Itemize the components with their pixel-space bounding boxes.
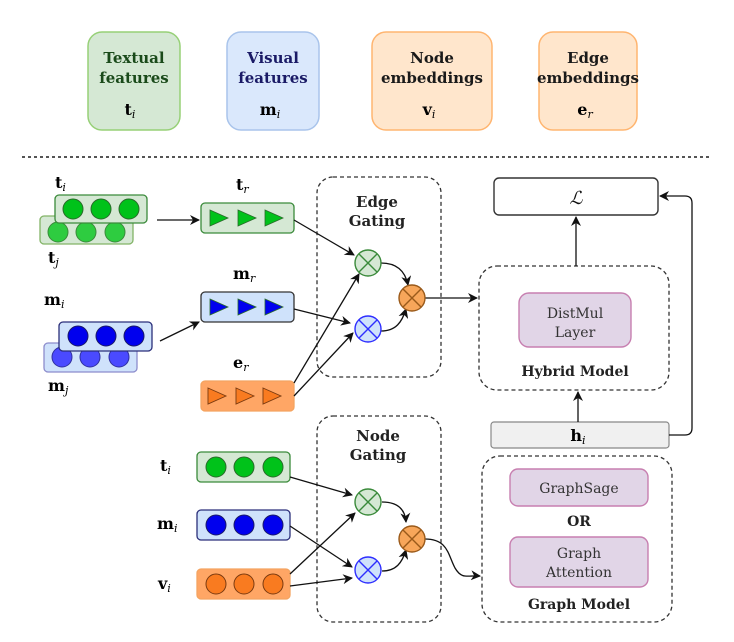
edge-gating-line2: Gating bbox=[349, 212, 406, 230]
edge-gating-container bbox=[316, 176, 442, 378]
graph-model-container bbox=[481, 455, 673, 623]
graph-model-title: Graph Model bbox=[528, 597, 630, 613]
arrow-node-green-to-orange bbox=[381, 501, 411, 523]
vector-vi-bottom bbox=[196, 568, 291, 600]
graph-attention-line1: Graph bbox=[557, 546, 601, 562]
arrow-vi-to-blue-node-gate bbox=[289, 574, 353, 587]
vector-er bbox=[200, 380, 295, 412]
node-gating-line1: Node bbox=[356, 427, 400, 445]
legend-visual-symbol: mi bbox=[260, 100, 280, 121]
arrow-hi-to-loss bbox=[659, 191, 693, 436]
node-gating-line2: Gating bbox=[350, 446, 407, 464]
label-er: er bbox=[233, 353, 249, 374]
arrow-edge-blue-to-orange bbox=[380, 308, 409, 332]
arrow-mi-to-node-gate bbox=[289, 525, 353, 568]
edge-gate-textual bbox=[354, 249, 382, 277]
legend-textual-symbol: ti bbox=[125, 100, 136, 121]
edge-gate-visual bbox=[354, 315, 382, 343]
distmul-layer-box bbox=[518, 292, 632, 348]
loss-box bbox=[493, 177, 659, 216]
legend-visual-line1: Visual bbox=[246, 49, 299, 67]
label-ti-top: ti bbox=[55, 173, 66, 194]
vector-mi-top bbox=[58, 321, 153, 352]
legend-textual-line2: features bbox=[99, 69, 168, 87]
legend-node-symbol: vi bbox=[422, 100, 436, 121]
label-ti-bottom: ti bbox=[160, 456, 171, 477]
node-gate-textual bbox=[354, 488, 382, 516]
legend-node-line1: Node bbox=[410, 49, 454, 67]
arrow-vi-to-green-node-gate bbox=[289, 512, 356, 575]
label-mj: mj bbox=[48, 376, 69, 397]
hybrid-model-container bbox=[478, 265, 670, 391]
legend-edge-symbol: er bbox=[577, 100, 593, 121]
legend-textual-line1: Textual bbox=[103, 49, 164, 67]
loss-symbol: ℒ bbox=[570, 188, 584, 209]
vector-mi-bottom bbox=[196, 509, 291, 541]
graphsage-label: GraphSage bbox=[539, 481, 618, 497]
arrow-er-to-blue-gate bbox=[293, 332, 354, 397]
legend-visual-features: Visual features mi bbox=[226, 31, 320, 131]
label-mi-bottom: mi bbox=[157, 514, 177, 535]
arrow-ti-to-node-gate bbox=[289, 476, 353, 498]
arrow-tr-to-gate bbox=[293, 219, 355, 256]
edge-gating-line1: Edge bbox=[356, 193, 398, 211]
graphsage-box bbox=[509, 468, 649, 507]
node-gate-visual bbox=[354, 556, 382, 584]
distmul-line2: Layer bbox=[555, 325, 596, 341]
legend-visual-line2: features bbox=[238, 69, 307, 87]
vector-mr bbox=[200, 291, 295, 323]
arrow-er-to-green-gate bbox=[293, 273, 360, 384]
label-tj: tj bbox=[48, 248, 59, 269]
vector-ti-top bbox=[54, 194, 148, 224]
connections bbox=[157, 191, 693, 587]
label-tr: tr bbox=[236, 175, 249, 196]
arrow-mr-to-gate bbox=[293, 308, 351, 326]
legend-node-embeddings: Node embeddings vi bbox=[371, 31, 493, 131]
graph-attention-box bbox=[509, 536, 649, 588]
hidden-state-symbol: hi bbox=[570, 426, 585, 447]
or-label: OR bbox=[567, 514, 591, 530]
vector-ti-bottom bbox=[196, 451, 291, 483]
arrow-m-to-mr bbox=[159, 321, 200, 342]
distmul-line1: DistMul bbox=[547, 306, 604, 322]
node-gating-container bbox=[316, 415, 442, 623]
arrow-edge-green-to-orange bbox=[380, 262, 412, 286]
legend-node-line2: embeddings bbox=[381, 69, 483, 87]
arrow-node-blue-to-orange bbox=[381, 549, 409, 572]
edge-gate-combine bbox=[398, 284, 426, 312]
hybrid-model-title: Hybrid Model bbox=[521, 364, 628, 380]
label-vi-bottom: vi bbox=[157, 574, 171, 595]
arrow-node-gating-to-graph bbox=[424, 538, 481, 581]
legend-edge-line1: Edge bbox=[567, 49, 609, 67]
graph-attention-line2: Attention bbox=[545, 565, 612, 581]
vector-tr bbox=[200, 202, 295, 234]
node-gate-combine bbox=[398, 525, 426, 553]
legend-textual-features: Textual features ti bbox=[87, 31, 181, 131]
label-mi-top: mi bbox=[44, 290, 64, 311]
legend-edge-line2: embeddings bbox=[537, 69, 639, 87]
label-mr: mr bbox=[233, 264, 256, 285]
legend-edge-embeddings: Edge embeddings er bbox=[537, 31, 639, 131]
